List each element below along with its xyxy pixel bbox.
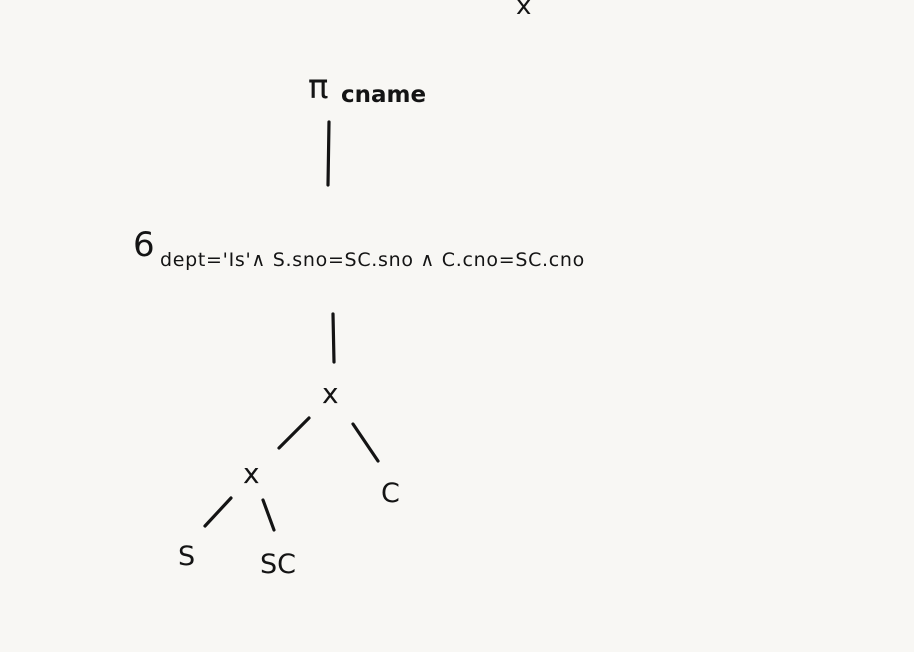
relation-sc-leaf: SC [260, 549, 296, 580]
inner-cartesian-product-node: x [243, 457, 260, 490]
relation-c-leaf: C [381, 478, 400, 509]
projection-symbol: π [308, 67, 329, 107]
edge-left-product-to-sc [261, 498, 276, 532]
top-product-symbol: x [516, 0, 532, 21]
relation-s-leaf: S [178, 541, 196, 572]
edge-projection-to-selection [326, 120, 331, 187]
cartesian-product-node: x [322, 377, 339, 410]
edge-left-product-to-s [203, 496, 233, 528]
selection-condition: dept='Is'∧ S.sno=SC.sno ∧ C.cno=SC.cno [160, 249, 585, 271]
edge-product-to-left-product [277, 416, 311, 450]
selection-symbol: 6 [133, 225, 155, 265]
edge-selection-to-product [331, 312, 336, 364]
projection-attribute: cname [341, 82, 427, 108]
edge-product-to-c [351, 422, 380, 463]
